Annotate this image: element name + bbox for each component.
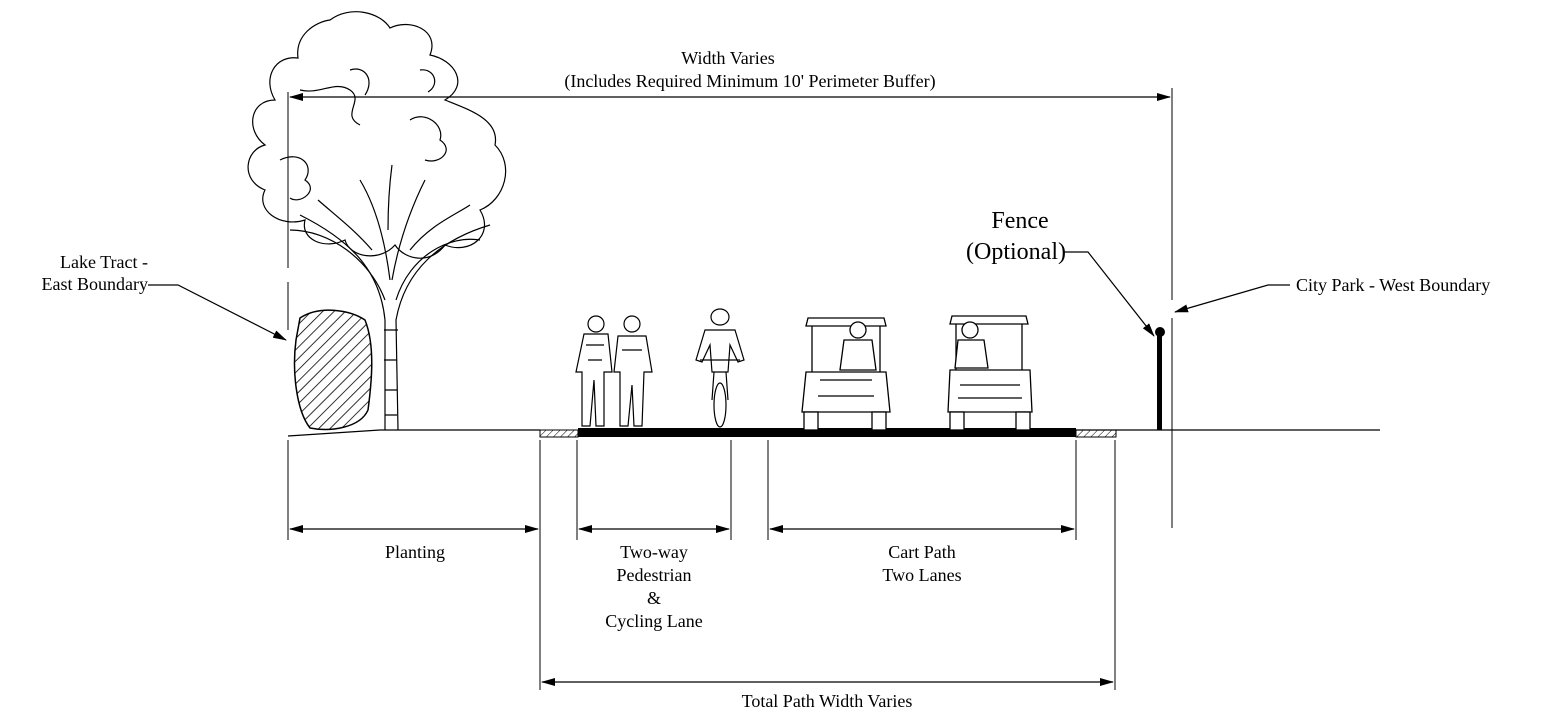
ped-lane-label-line2: Pedestrian <box>616 565 692 585</box>
perimeter-buffer-label: (Includes Required Minimum 10' Perimeter… <box>564 71 936 91</box>
leader-city-park <box>1174 284 1290 313</box>
hatched-shrub-icon <box>293 309 373 431</box>
extension-lines <box>287 88 1173 690</box>
path-surface <box>539 428 1117 438</box>
golf-cart-front-icon <box>801 317 891 431</box>
leader-lines <box>148 251 1290 341</box>
fence-post-icon <box>1155 327 1165 430</box>
width-varies-label: Width Varies <box>681 48 775 68</box>
ped-lane-label-line3: & <box>646 588 661 608</box>
lake-tract-label-line1: Lake Tract - <box>60 252 148 272</box>
fence-label-line2: (Optional) <box>966 239 1066 265</box>
cart-path-label-line1: Cart Path <box>888 542 956 562</box>
cart-path-label-line2: Two Lanes <box>882 565 962 585</box>
ped-lane-label-line1: Two-way <box>620 542 688 562</box>
ground-line <box>287 429 1380 437</box>
lake-tract-label-line2: East Boundary <box>41 274 148 294</box>
leader-fence <box>1064 251 1155 337</box>
city-park-label: City Park - West Boundary <box>1296 275 1491 295</box>
dimension-lines <box>289 93 1171 686</box>
tree-icon <box>247 11 507 431</box>
fence-label-line1: Fence <box>991 208 1049 234</box>
leader-lake-tract <box>148 284 287 341</box>
cyclist-icon <box>695 308 745 428</box>
pedestrian-couple-icon <box>575 315 653 427</box>
golf-cart-rear-icon <box>947 315 1033 431</box>
ped-lane-label-line4: Cycling Lane <box>605 611 703 631</box>
total-width-label: Total Path Width Varies <box>741 691 913 711</box>
planting-label: Planting <box>384 542 445 562</box>
